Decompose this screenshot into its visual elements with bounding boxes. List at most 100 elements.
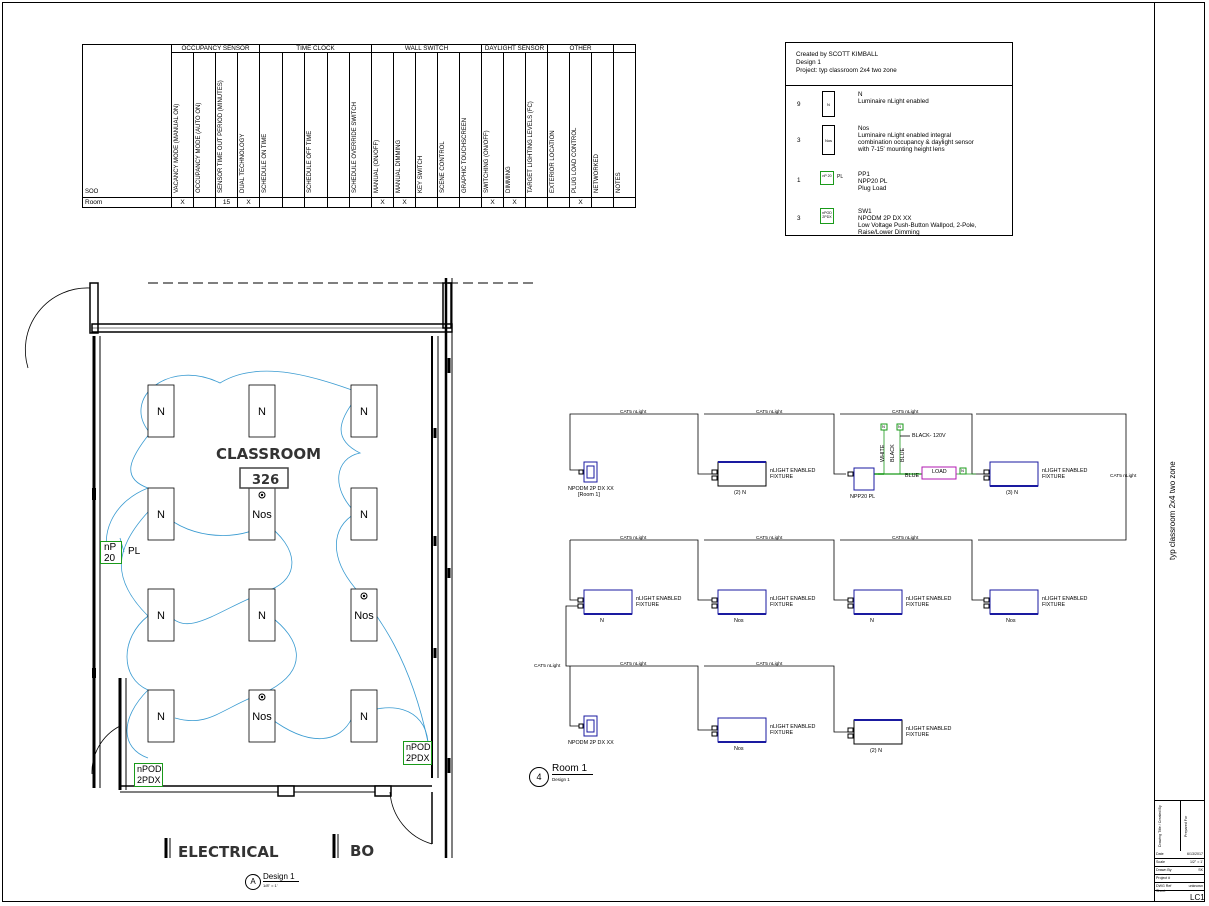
- legend-qty: 9: [797, 101, 801, 108]
- wiring-fixture-name: Nos: [734, 618, 744, 624]
- wiring-fixture-name: Nos: [1006, 618, 1016, 624]
- fixture-nos: Nos: [350, 588, 378, 642]
- wallpod-1: nPOD 2PDX: [134, 763, 163, 787]
- sheet-number: LC1: [1190, 893, 1205, 902]
- load-terminal-n: N: [961, 468, 964, 473]
- soo-group-header: OTHER: [547, 44, 614, 53]
- wiring-fixture-name: (2) N: [734, 490, 746, 496]
- legend-qty: 1: [797, 177, 801, 184]
- wiring-fixture: [989, 589, 1039, 615]
- fixture-n: N: [350, 384, 378, 438]
- classroom-label: CLASSROOM: [216, 445, 321, 463]
- soo-label: SOO: [82, 44, 172, 198]
- legend-description-line: Luminaire nLight enabled integral: [858, 132, 952, 139]
- soo-column-header: GRAPHIC TOUCHSCREEN: [459, 52, 482, 198]
- legend-description-line: NPP20 PL: [858, 178, 888, 185]
- plan-tag-scale: 1/8" = 1': [263, 883, 278, 888]
- soo-column-header: DUAL TECHNOLOGY: [237, 52, 260, 198]
- room-tag-circle: 4: [529, 767, 549, 787]
- wiring-fixture-text: nLIGHT ENABLED: [770, 468, 816, 474]
- soo-value-cell: [415, 197, 438, 208]
- soo-column-header: SCENE CONTROL: [437, 52, 460, 198]
- wallpod-label: NPODM 2P DX XX: [568, 740, 614, 746]
- soo-column-header: PLUG LOAD CONTROL: [569, 52, 592, 198]
- room-tag-title: Room 1: [552, 763, 594, 775]
- wiring-fixture: [583, 589, 633, 615]
- legend-description-line: NPODM 2P DX XX: [858, 215, 912, 222]
- legend-description-line: with 7-15' mounting height lens: [858, 146, 945, 153]
- legend-description-line: Raise/Lower Dimming: [858, 229, 920, 236]
- legend-description-line: Plug Load: [858, 185, 887, 192]
- fixture-n: N: [350, 487, 378, 541]
- soo-column-header: NOTES: [613, 52, 636, 198]
- svg-text:Nos: Nos: [354, 610, 374, 622]
- wiring-fixture: [717, 589, 767, 615]
- fixture-n: N: [147, 689, 175, 743]
- wallpod-1-line2: 2PDX: [137, 775, 161, 785]
- legend-created-by: Created by SCOTT KIMBALL: [796, 51, 879, 58]
- fixture-nos: Nos: [248, 689, 276, 743]
- legend-description-line: Low Voltage Push-Button Wallpod, 2-Pole,: [858, 222, 977, 229]
- sheet-vertical-title: typ classroom 2x4 two zone: [1168, 461, 1177, 560]
- rj45-port: [577, 597, 584, 603]
- legend-symbol: nPOD 2PDX: [820, 208, 834, 224]
- room-tag-design: Design 1: [552, 777, 570, 782]
- wallpod-room-label: [Room 1]: [578, 492, 600, 498]
- soo-value-cell: [304, 197, 328, 208]
- plug-load-symbol: nP 20: [100, 541, 122, 564]
- legend-design: Design 1: [796, 59, 821, 66]
- door-arc-bottom-left: [91, 725, 121, 775]
- rj45-port: [847, 603, 854, 609]
- wiring-fixture: [989, 461, 1039, 487]
- cable-label: CAT5 nLight: [1110, 474, 1137, 479]
- wiring-fixture-name: N: [870, 618, 874, 624]
- legend-description-line: PP1: [858, 171, 870, 178]
- wiring-fixture-name: (2) N: [870, 748, 882, 754]
- cable-label: CAT5 nLight: [892, 410, 919, 415]
- load-box: [921, 466, 957, 480]
- rj45-port: [711, 475, 718, 481]
- legend-symbol-suffix: PL: [837, 174, 844, 180]
- soo-group-header: OCCUPANCY SENSOR: [171, 44, 260, 53]
- electrical-label: ELECTRICAL: [178, 843, 279, 861]
- blue-wire-label: BLUE: [900, 447, 906, 462]
- wallpod-2-line2: 2PDX: [406, 753, 430, 763]
- fixture-nos: Nos: [248, 487, 276, 541]
- soo-group-header: WALL SWITCH: [371, 44, 482, 53]
- soo-value-cell: [282, 197, 305, 208]
- wallpod-label: NPODM 2P DX XX: [568, 486, 614, 492]
- rj45-port: [711, 469, 718, 475]
- soo-column-header: [282, 52, 305, 198]
- wiring-fixture-text: nLIGHT ENABLED: [906, 596, 952, 602]
- cable-label: CAT5 nLight: [534, 664, 561, 669]
- rj45-port: [578, 723, 584, 729]
- wiring-fixture-text: nLIGHT ENABLED: [770, 596, 816, 602]
- soo-column-header: TARGET LIGHTING LEVELS (FC): [525, 52, 548, 198]
- soo-column-header: VACANCY MODE (MANUAL ON): [171, 52, 194, 198]
- cable-label: CAT5 nLight: [756, 410, 783, 415]
- rj45-port: [847, 597, 854, 603]
- legend-symbol: N: [822, 91, 835, 117]
- wiring-fixture-text: FIXTURE: [1042, 474, 1066, 480]
- soo-column-header: MANUAL (ON/OFF): [371, 52, 394, 198]
- bo-label: BO: [350, 842, 374, 860]
- soo-value-cell: [613, 197, 636, 208]
- svg-text:N: N: [360, 711, 368, 723]
- wiring-fixture-text: nLIGHT ENABLED: [906, 726, 952, 732]
- title-strip: [1154, 2, 1205, 902]
- soo-column-header: SCHEDULE OFF TIME: [304, 52, 328, 198]
- plan-tag-circle: A: [245, 874, 261, 890]
- rj45-port: [847, 733, 854, 739]
- title-block-created: Drawing Title / Created By: [1158, 805, 1162, 847]
- soo-value-cell: X: [171, 197, 194, 208]
- fixture-n: N: [147, 384, 175, 438]
- plan-tag-title: Design 1: [263, 872, 299, 882]
- hot-terminal: [896, 423, 904, 431]
- soo-value-cell: X: [503, 197, 526, 208]
- wiring-fixture-text: nLIGHT ENABLED: [770, 724, 816, 730]
- cable-label: CAT5 nLight: [892, 536, 919, 541]
- rj45-port: [577, 603, 584, 609]
